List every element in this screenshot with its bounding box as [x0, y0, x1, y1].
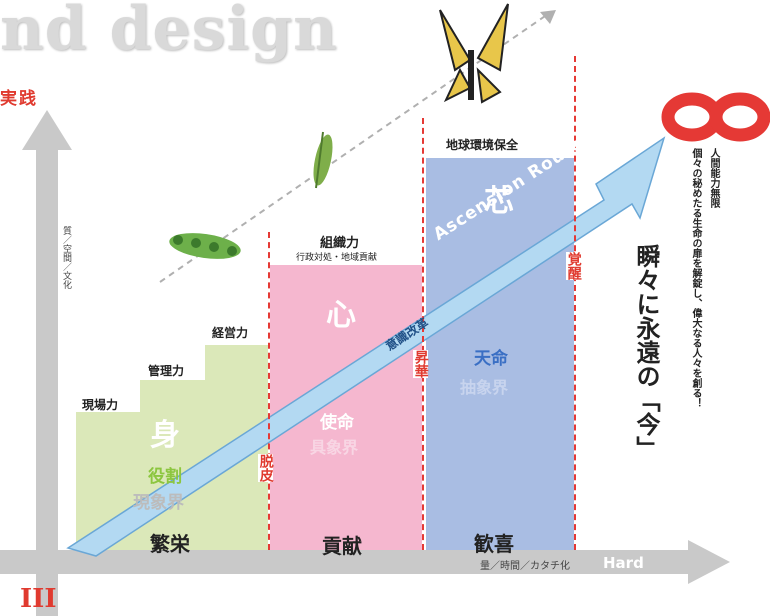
stage2-title: 組織力 — [320, 236, 360, 251]
vertical-small-1: 人間能力無限 — [708, 148, 719, 208]
vertical-small-2: 個々の秘めたる生命の扉を解錠し、偉大なる人々を創る！ — [690, 148, 701, 408]
transition-kakusei: 覚醒 — [565, 252, 582, 280]
kanji-kokoro: 心 — [326, 298, 356, 333]
realm-gusho: 具象界 — [310, 438, 359, 457]
role-tenmei: 天命 — [474, 349, 508, 369]
separator-3 — [574, 56, 576, 550]
axis-label-soft-jp: 質／空間／文化 — [61, 226, 71, 289]
bottom-koken: 貢献 — [322, 534, 362, 558]
horizontal-axis-arrowhead — [688, 540, 730, 584]
subtitle: 実践 — [0, 89, 38, 109]
axis-label-soft: Soft — [57, 192, 73, 256]
infinity-icon — [661, 92, 770, 142]
step-genbaryoku: 現場力 — [82, 398, 119, 412]
transition-dappi: 脱皮 — [257, 454, 274, 482]
roman-numeral: III — [20, 584, 57, 614]
dashed-line-arrowhead — [540, 10, 556, 24]
stage3-title: 地球環境保全 — [446, 138, 519, 152]
kanji-shin: 芯 — [484, 184, 514, 219]
role-yakuwari: 役割 — [148, 467, 182, 487]
bottom-hanei: 繁栄 — [150, 532, 190, 556]
caterpillar-icon — [169, 233, 241, 259]
stage3-area — [426, 158, 574, 550]
horizontal-axis — [0, 550, 690, 574]
step-kanriryoku: 管理力 — [148, 364, 185, 378]
role-shimei: 使命 — [320, 413, 354, 433]
bottom-kanki: 歓喜 — [474, 532, 514, 556]
growth-dashed-line — [159, 13, 549, 283]
stage2-subtitle: 行政対処・地域貢献 — [296, 253, 378, 263]
stage1-area — [76, 345, 268, 550]
kanji-mi: 身 — [150, 418, 180, 453]
page-title: nd design — [0, 0, 338, 64]
separator-2 — [422, 118, 424, 550]
realm-chusho: 抽象界 — [460, 378, 509, 397]
realm-gensho: 現象界 — [133, 493, 184, 513]
vertical-main-text: 瞬々に永遠の「今」 — [632, 244, 660, 460]
vertical-axis — [36, 148, 58, 616]
ascension-route-arrow — [66, 136, 666, 557]
transition-shoka: 昇華 — [412, 350, 429, 378]
axis-label-hard: Hard — [603, 554, 644, 572]
separator-1 — [268, 232, 270, 550]
axis-label-hard-jp: 量／時間／カタチ化 — [480, 561, 570, 572]
step-keieiryoku: 経営力 — [212, 326, 249, 340]
chrysalis-icon — [313, 131, 333, 189]
vertical-axis-arrowhead — [22, 110, 72, 150]
butterfly-icon — [439, 3, 509, 104]
